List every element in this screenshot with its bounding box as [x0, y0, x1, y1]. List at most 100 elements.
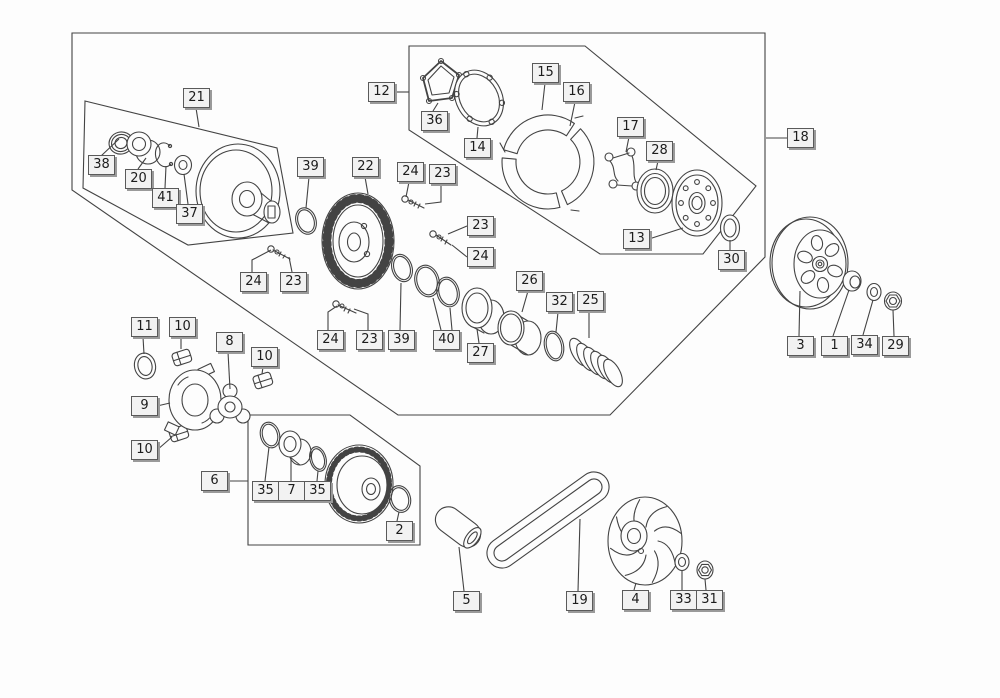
leader-line-31: [704, 578, 707, 591]
callout-10: 10: [169, 317, 196, 337]
part-17-spring-kit: [604, 147, 641, 191]
part-6-pulley-half: [324, 444, 394, 524]
group-outline-6: [247, 414, 421, 546]
callout-11: 11: [131, 317, 158, 337]
callout-8: 8: [216, 332, 243, 352]
callout-31: 31: [696, 590, 723, 610]
part-15-16-clutch-shoes: [499, 114, 595, 212]
callout-36: 36: [421, 111, 448, 131]
bolt-screw-d: [332, 300, 357, 314]
leader-line-14: [476, 126, 479, 139]
group-outline-18: [71, 32, 766, 416]
part-22-drive-plate: [321, 192, 395, 290]
callout-14: 14: [464, 138, 491, 158]
callout-19: 19: [566, 591, 593, 611]
callout-28: 28: [646, 141, 673, 161]
callout-23: 23: [356, 330, 383, 350]
callout-35: 35: [252, 481, 279, 501]
bolt-screw-a: [401, 195, 425, 209]
leader-line-39: [305, 176, 310, 209]
part-26-sleeve: [497, 310, 542, 356]
callout-6: 6: [201, 471, 228, 491]
part-10-slider-a: [171, 348, 193, 367]
callout-25: 25: [577, 291, 604, 311]
leader-lines: [100, 82, 895, 592]
part-19-belt: [486, 471, 610, 569]
leader-line-27: [476, 328, 480, 344]
leader-line-40: [449, 307, 453, 331]
bolt-screw-c: [267, 245, 291, 260]
leader-line-24: [405, 181, 410, 198]
part-1-roller-cap: [842, 270, 862, 292]
callout-39: 39: [388, 330, 415, 350]
callout-18: 18: [787, 128, 814, 148]
part-2-oring: [388, 485, 412, 513]
part-40-rings: [414, 264, 460, 308]
part-3-clutch-drum: [769, 216, 849, 310]
callout-41: 41: [152, 188, 179, 208]
part-10-slider-b: [252, 371, 274, 390]
leader-line-38: [100, 138, 120, 157]
leader-line-22: [364, 176, 369, 195]
part-14-gasket: [453, 69, 506, 127]
leader-line-24: [451, 244, 468, 258]
callout-23: 23: [467, 216, 494, 236]
part-27-roller-guide: [461, 287, 505, 335]
part-39-oring-lower: [391, 253, 413, 283]
group-outlines: [71, 32, 766, 546]
leader-line-23: [288, 256, 293, 273]
callout-24: 24: [397, 162, 424, 182]
callout-16: 16: [563, 82, 590, 102]
callout-4: 4: [622, 590, 649, 610]
leader-line-10: [261, 366, 264, 375]
part-20-bushing: [126, 131, 161, 165]
part-7-bushing: [278, 430, 312, 466]
callout-10: 10: [131, 440, 158, 460]
leader-line-1: [832, 289, 850, 337]
callout-13: 13: [623, 229, 650, 249]
leader-line-21: [195, 107, 200, 128]
callout-34: 34: [851, 335, 878, 355]
leader-line-8: [227, 351, 231, 390]
callout-29: 29: [882, 336, 909, 356]
leader-line-28: [655, 160, 659, 171]
callout-22: 22: [352, 157, 379, 177]
callout-39: 39: [297, 157, 324, 177]
callout-33: 33: [670, 590, 697, 610]
callout-12: 12: [368, 82, 395, 102]
leader-line-5: [458, 546, 465, 592]
callout-27: 27: [467, 343, 494, 363]
part-33-washer: [674, 552, 690, 572]
leader-line-3: [798, 290, 801, 337]
leader-line-16: [569, 101, 576, 127]
callout-20: 20: [125, 169, 152, 189]
part-5-spacer: [434, 506, 482, 549]
part-25-spring: [569, 337, 623, 388]
part-29-nut: [883, 291, 903, 311]
callout-10: 10: [251, 347, 278, 367]
part-35-oring-right: [309, 446, 327, 472]
leader-line-20: [137, 157, 147, 170]
leader-line-29: [892, 309, 895, 337]
leader-line-41: [164, 165, 167, 189]
part-21-driven-pulley: [195, 143, 281, 239]
parts-layer: [108, 57, 903, 586]
group-outline-21: [82, 100, 294, 246]
callout-2: 2: [386, 521, 413, 541]
leader-line-26: [521, 290, 529, 313]
leader-line-9: [156, 402, 171, 407]
leader-line-37: [183, 173, 189, 205]
part-35-oring-left: [259, 421, 281, 449]
part-11-collar: [133, 352, 157, 380]
callout-5: 5: [453, 591, 480, 611]
leader-line-32: [555, 311, 559, 333]
callout-1: 1: [821, 336, 848, 356]
leader-line-15: [541, 82, 546, 111]
part-4-fan-pulley: [607, 496, 683, 586]
callout-26: 26: [516, 271, 543, 291]
callout-9: 9: [131, 396, 158, 416]
part-37-washer: [173, 154, 193, 176]
leader-line-13: [648, 227, 684, 240]
